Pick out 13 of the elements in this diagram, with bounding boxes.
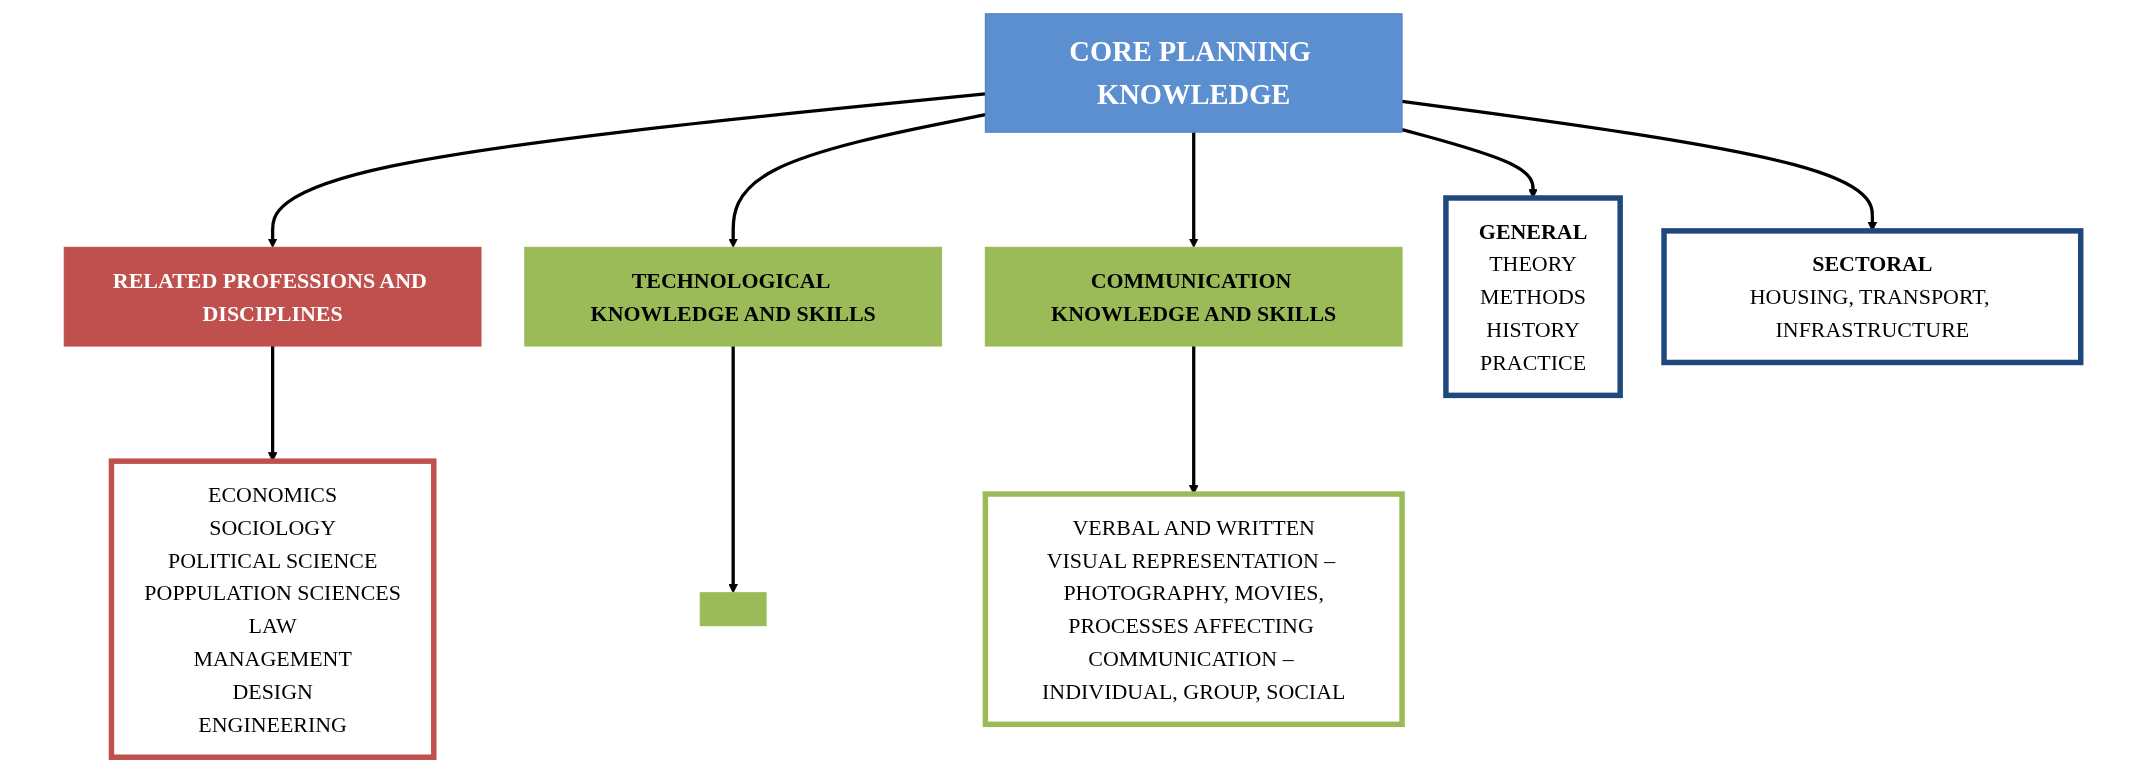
node-box: GENERAL THEORY METHODS HISTORY PRACTICE <box>1443 195 1623 399</box>
arrow <box>728 346 738 594</box>
arrow <box>1188 132 1199 248</box>
node-box: VERBAL AND WRITTEN VISUAL REPRESENTATION – PHOTOGRAPHY, MOVIES, PROCESSES AFFECTING COMMUNICATION – INDIVIDUAL, GROUP, SOCIAL <box>982 491 1405 728</box>
node-box: RELATED PROFESSIONS AND DISCIPLINES <box>63 246 482 347</box>
node-box: SECTORAL HOUSING, TRANSPORT, INFRASTRUCTURE <box>1661 228 2084 366</box>
arrow <box>267 92 986 248</box>
arrow <box>728 113 986 248</box>
node-box: COMMUNICATION KNOWLEDGE AND SKILLS <box>984 246 1403 347</box>
node-box: ECONOMICS SOCIOLOGY POLITICAL SCIENCE POPPULATION SCIENCES LAW MANAGEMENT DESIGN ENGINEERING <box>108 458 437 760</box>
node-box: TECHNOLOGICAL KNOWLEDGE AND SKILLS <box>524 246 943 347</box>
node-box <box>699 592 767 627</box>
node-box: CORE PLANNING KNOWLEDGE <box>984 13 1403 133</box>
